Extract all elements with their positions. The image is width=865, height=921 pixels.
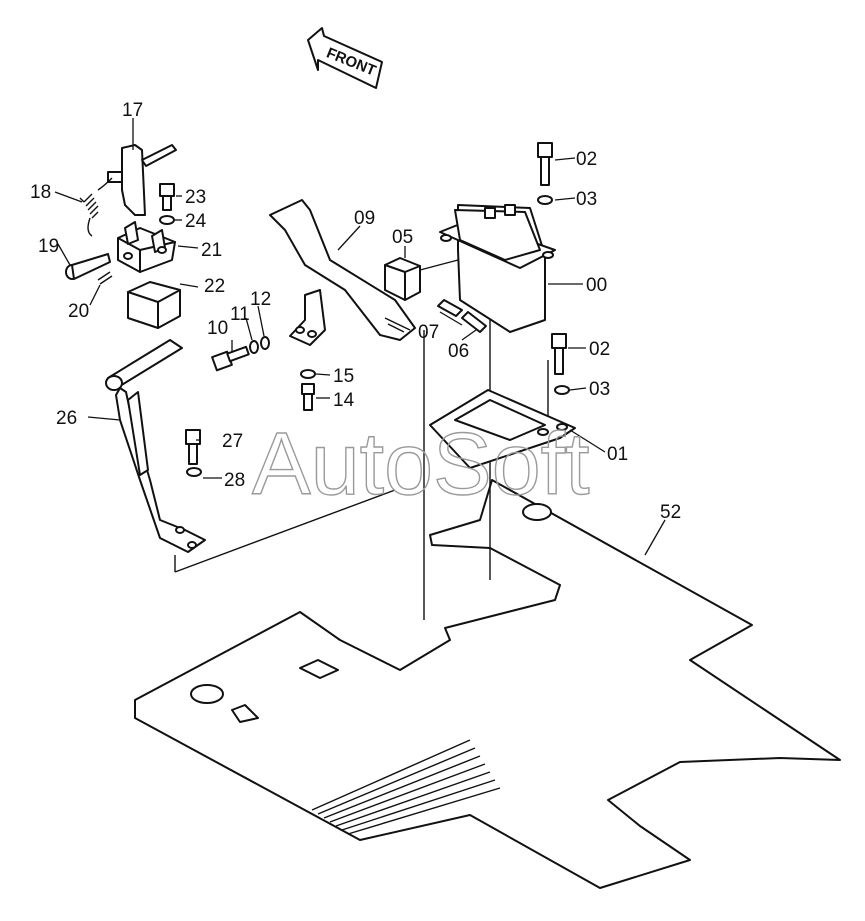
watermark: AutoSoft — [252, 414, 590, 513]
bolt-02-upper — [537, 142, 553, 205]
label-03-lower: 03 — [589, 379, 610, 400]
bolt-23 — [159, 183, 175, 211]
bolt-02-lower — [551, 333, 570, 395]
lever-17 — [107, 144, 177, 216]
label-06: 06 — [448, 341, 469, 362]
label-52: 52 — [660, 502, 681, 523]
label-14: 14 — [333, 390, 355, 411]
label-01: 01 — [607, 444, 628, 465]
label-20: 20 — [68, 301, 89, 322]
label-09: 09 — [354, 208, 375, 229]
pedal-bracket — [289, 289, 326, 346]
label-19: 19 — [38, 236, 59, 257]
label-11: 11 — [230, 304, 250, 325]
label-27: 27 — [222, 431, 243, 452]
label-23: 23 — [185, 187, 206, 208]
label-00: 00 — [586, 275, 607, 296]
component-00 — [439, 204, 556, 333]
label-22: 22 — [204, 276, 225, 297]
label-26: 26 — [56, 408, 77, 429]
block-22 — [127, 281, 181, 329]
label-17: 17 — [122, 100, 143, 121]
part-labels: 17 18 19 20 21 22 23 24 26 27 28 10 11 1… — [30, 100, 681, 523]
cotter-20 — [97, 271, 113, 285]
label-28: 28 — [224, 470, 245, 491]
nut-15 — [300, 369, 316, 379]
label-02-upper: 02 — [576, 149, 597, 170]
bolt-10 — [211, 345, 250, 372]
bracket-01 — [429, 389, 576, 469]
leader-lines — [54, 118, 666, 556]
washer-24 — [159, 215, 175, 225]
bracket-21 — [117, 221, 176, 273]
washer-28 — [186, 467, 202, 477]
pin-07 — [437, 299, 463, 317]
spring-18 — [79, 177, 113, 237]
floor-plate — [134, 479, 841, 889]
washer-11 — [249, 340, 259, 354]
label-21: 21 — [201, 240, 222, 261]
label-03-upper: 03 — [576, 189, 597, 210]
pedal-09 — [269, 199, 416, 341]
washer-12 — [260, 336, 270, 350]
label-15: 15 — [333, 366, 354, 387]
front-arrow: FRONT — [307, 27, 383, 89]
pin-19 — [65, 253, 111, 280]
label-12: 12 — [250, 289, 271, 310]
block-05 — [384, 257, 421, 301]
label-18: 18 — [30, 182, 51, 203]
pin-06 — [461, 311, 487, 333]
label-07: 07 — [418, 322, 439, 343]
bolt-27 — [185, 429, 201, 465]
label-24: 24 — [185, 211, 207, 232]
label-02-lower: 02 — [589, 339, 610, 360]
label-05: 05 — [392, 227, 413, 248]
bolt-14 — [301, 383, 315, 411]
label-10: 10 — [207, 318, 228, 339]
